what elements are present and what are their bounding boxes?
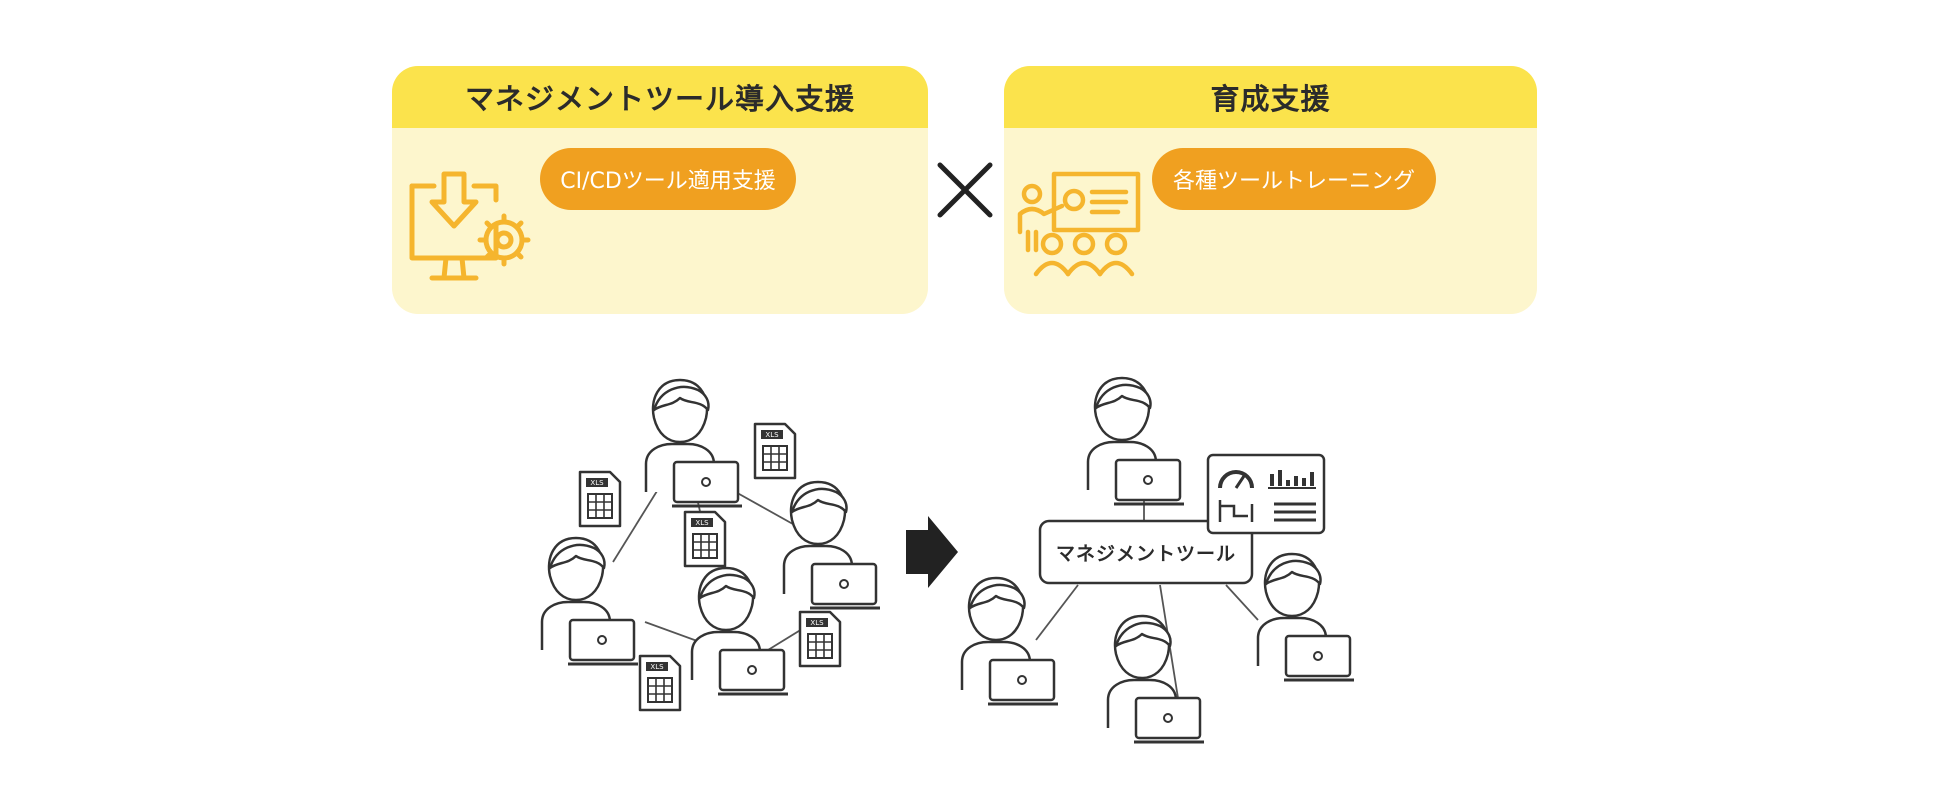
person-laptop-icon bbox=[1086, 376, 1186, 506]
svg-text:XLS: XLS bbox=[590, 479, 604, 487]
svg-text:XLS: XLS bbox=[695, 519, 709, 527]
xls-file-icon: XLS bbox=[798, 610, 842, 668]
times-sign-icon bbox=[937, 162, 993, 218]
management-tool-box bbox=[1038, 519, 1254, 585]
person-laptop-icon bbox=[644, 378, 744, 508]
monitor-download-gear-icon bbox=[409, 171, 531, 281]
xls-file-icon: XLS bbox=[753, 422, 797, 480]
management-tool-card: マネジメントツール導入支援 CI/CDツール適用支援 bbox=[392, 66, 928, 314]
xls-file-icon: XLS bbox=[683, 510, 727, 568]
person-laptop-icon bbox=[540, 536, 640, 666]
cicd-tool-pill: CI/CDツール適用支援 bbox=[540, 148, 796, 210]
person-laptop-icon bbox=[690, 566, 790, 696]
svg-text:XLS: XLS bbox=[765, 431, 779, 439]
person-laptop-icon bbox=[1256, 552, 1356, 682]
management-tool-card-title: マネジメントツール導入支援 bbox=[392, 66, 928, 128]
dashboard-icon bbox=[1206, 453, 1326, 535]
presentation-training-icon bbox=[1017, 171, 1141, 277]
person-laptop-icon bbox=[782, 480, 882, 610]
training-card-title: 育成支援 bbox=[1004, 66, 1537, 128]
training-card: 育成支援 各種ツールトレーニング bbox=[1004, 66, 1537, 314]
xls-file-icon: XLS bbox=[578, 470, 622, 528]
xls-file-icon: XLS bbox=[638, 654, 682, 712]
tool-training-pill: 各種ツールトレーニング bbox=[1152, 148, 1436, 210]
person-laptop-icon bbox=[1106, 614, 1206, 744]
right-arrow-icon bbox=[906, 516, 958, 588]
svg-text:XLS: XLS bbox=[810, 619, 824, 627]
svg-text:XLS: XLS bbox=[650, 663, 664, 671]
person-laptop-icon bbox=[960, 576, 1060, 706]
